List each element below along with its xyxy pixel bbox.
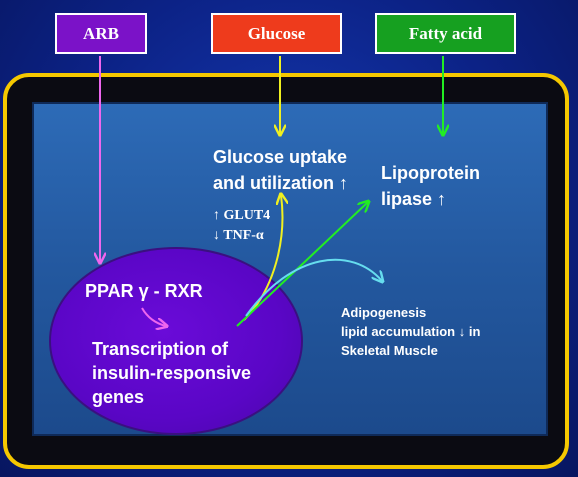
glucose-box: Glucose — [211, 13, 342, 54]
fatty-acid-box: Fatty acid — [375, 13, 516, 54]
adipogenesis-line-1: Adipogenesis — [341, 305, 427, 320]
glucose-uptake-line-2: and utilization ↑ — [213, 173, 348, 193]
lipoprotein-label: Lipoprotein lipase ↑ — [381, 160, 491, 212]
arb-box: ARB — [55, 13, 147, 54]
marker-list: ↑ GLUT4 ↓ TNF-α — [213, 206, 303, 246]
glut4-label: ↑ GLUT4 — [213, 208, 271, 223]
glucose-uptake-line-1: Glucose uptake — [213, 147, 348, 167]
lipoprotein-line-2: lipase ↑ — [381, 189, 447, 209]
transcription-label: Transcription of insulin-responsive gene… — [92, 337, 272, 409]
adipogenesis-label: Adipogenesis lipid accumulation ↓ in Ske… — [341, 303, 511, 360]
glucose-uptake-label: Glucose uptake and utilization ↑ — [213, 144, 363, 196]
lipoprotein-line-1: Lipoprotein — [381, 163, 480, 183]
transcription-line-1: Transcription of — [92, 339, 229, 359]
adipogenesis-line-3: Skeletal Muscle — [341, 343, 438, 358]
transcription-line-3: genes — [92, 387, 145, 407]
transcription-line-2: insulin-responsive — [92, 363, 252, 383]
tnf-alpha-label: ↓ TNF-α — [213, 228, 264, 243]
adipogenesis-line-2: lipid accumulation ↓ in — [341, 324, 481, 339]
ppar-rxr-label: PPAR γ - RXR — [85, 281, 203, 301]
